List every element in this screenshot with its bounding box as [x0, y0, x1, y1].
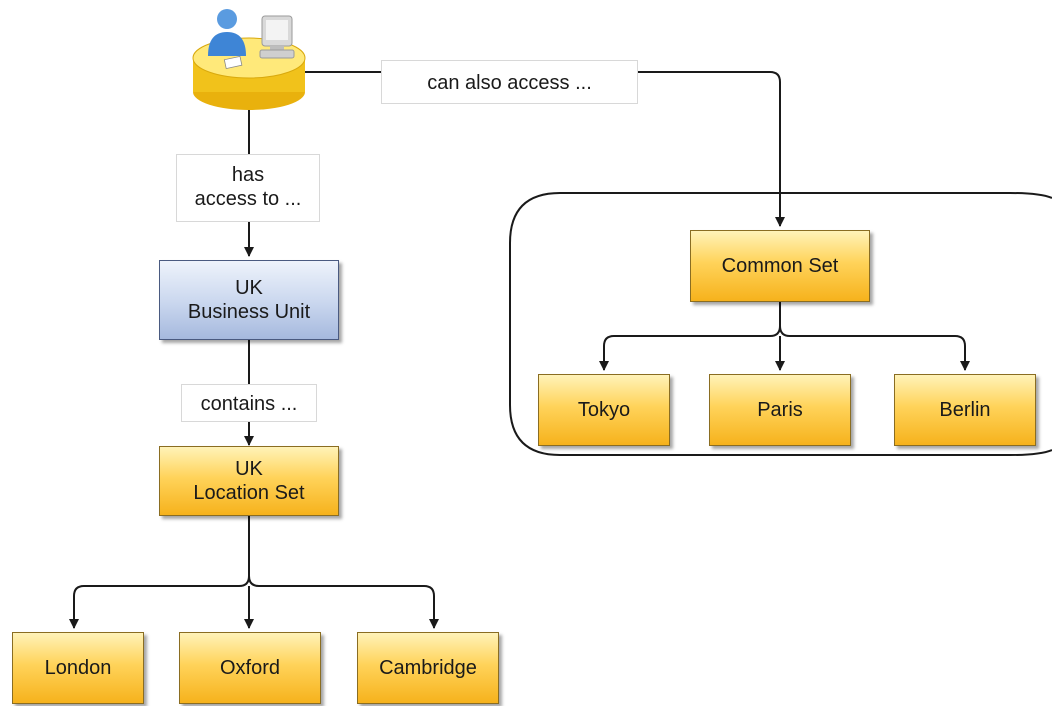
edge-location-set-branch	[73, 516, 435, 624]
edge-user-to-common-set	[305, 71, 785, 227]
label-can-also-access-text: can also access ...	[427, 72, 592, 94]
node-uk-location-set-line1: UK	[235, 458, 263, 480]
label-has-access-line1: has	[231, 164, 265, 186]
node-london-label: London	[44, 657, 112, 679]
node-common-set-label: Common Set	[721, 255, 839, 277]
node-oxford-label: Oxford	[219, 657, 281, 679]
node-oxford: Oxford	[179, 632, 321, 704]
node-common-set: Common Set	[690, 230, 870, 302]
node-uk-business-unit-line1: UK	[235, 277, 263, 299]
node-london: London	[12, 632, 144, 704]
node-uk-business-unit-line2: Business Unit	[187, 301, 311, 323]
edge-common-set-branch	[603, 302, 966, 360]
label-has-access-to: has access to ...	[176, 154, 320, 222]
user-at-workstation-icon	[192, 9, 306, 110]
node-tokyo: Tokyo	[538, 374, 670, 446]
label-can-also-access: can also access ...	[381, 60, 638, 104]
node-uk-location-set-line2: Location Set	[193, 482, 305, 504]
label-contains: contains ...	[181, 384, 317, 422]
node-cambridge: Cambridge	[357, 632, 499, 704]
node-uk-location-set: UK Location Set	[159, 446, 339, 516]
node-berlin: Berlin	[894, 374, 1036, 446]
label-has-access-line2: access to ...	[194, 188, 302, 210]
common-set-group	[509, 192, 1052, 456]
node-paris: Paris	[709, 374, 851, 446]
node-paris-label: Paris	[757, 399, 803, 421]
node-cambridge-label: Cambridge	[379, 657, 477, 679]
label-contains-text: contains ...	[200, 393, 298, 415]
node-tokyo-label: Tokyo	[577, 399, 631, 421]
node-uk-business-unit: UK Business Unit	[159, 260, 339, 340]
node-berlin-label: Berlin	[939, 399, 991, 421]
